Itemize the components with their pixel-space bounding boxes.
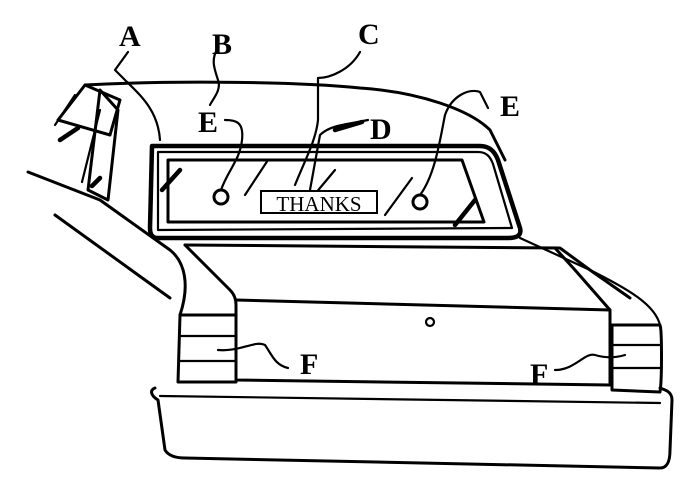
- right-rear-fender: [518, 236, 662, 327]
- leader-a: [113, 50, 162, 142]
- rear-window-frame-inner-stroke: [156, 150, 514, 232]
- label-b: B: [212, 28, 233, 61]
- label-a: A: [119, 20, 141, 53]
- glass-reflection-icon: [243, 158, 270, 197]
- glass-reflection-icon: [452, 197, 478, 228]
- side-window-left: [53, 93, 77, 127]
- rear-window-frame-outer: [147, 143, 523, 241]
- glass-reflection-icon: [89, 175, 103, 189]
- side-window-outer: [56, 83, 122, 137]
- thanks-sign: THANKS: [260, 190, 378, 216]
- roof-line: [83, 80, 507, 162]
- rear-window-glass: [166, 158, 486, 224]
- trunk-lid-top: [183, 243, 632, 300]
- quarter-window-inner: [80, 108, 102, 184]
- label-c: C: [358, 18, 380, 51]
- leader-e-left: [219, 118, 244, 192]
- label-e-right: E: [500, 90, 521, 123]
- glass-reflection-icon: [159, 167, 183, 193]
- body-side-upper: [26, 170, 187, 317]
- leader-d-arrow: [332, 119, 365, 133]
- glass-reflection-icon: [57, 125, 81, 143]
- indicator-light-right: [411, 193, 429, 211]
- quarter-window: [86, 88, 120, 202]
- rear-bumper-top: [158, 394, 662, 405]
- trunk-lock-icon: [424, 316, 436, 328]
- glass-reflection-icon: [383, 176, 414, 217]
- label-f-right: F: [530, 358, 549, 391]
- leader-f-right: [553, 353, 627, 372]
- label-e-left: E: [198, 106, 219, 139]
- leader-f-left: [216, 342, 290, 370]
- taillight-left: [176, 313, 238, 384]
- leader-e-right: [418, 89, 490, 197]
- label-d: D: [370, 113, 392, 146]
- leader-c: [293, 50, 362, 187]
- indicator-light-left: [212, 188, 230, 206]
- rear-bumper: [150, 386, 674, 470]
- label-f-left: F: [300, 348, 319, 381]
- leader-b: [208, 46, 220, 107]
- trunk-lid-upper-edge: [234, 298, 612, 312]
- body-side-lower: [53, 213, 172, 300]
- taillight-right: [610, 323, 663, 394]
